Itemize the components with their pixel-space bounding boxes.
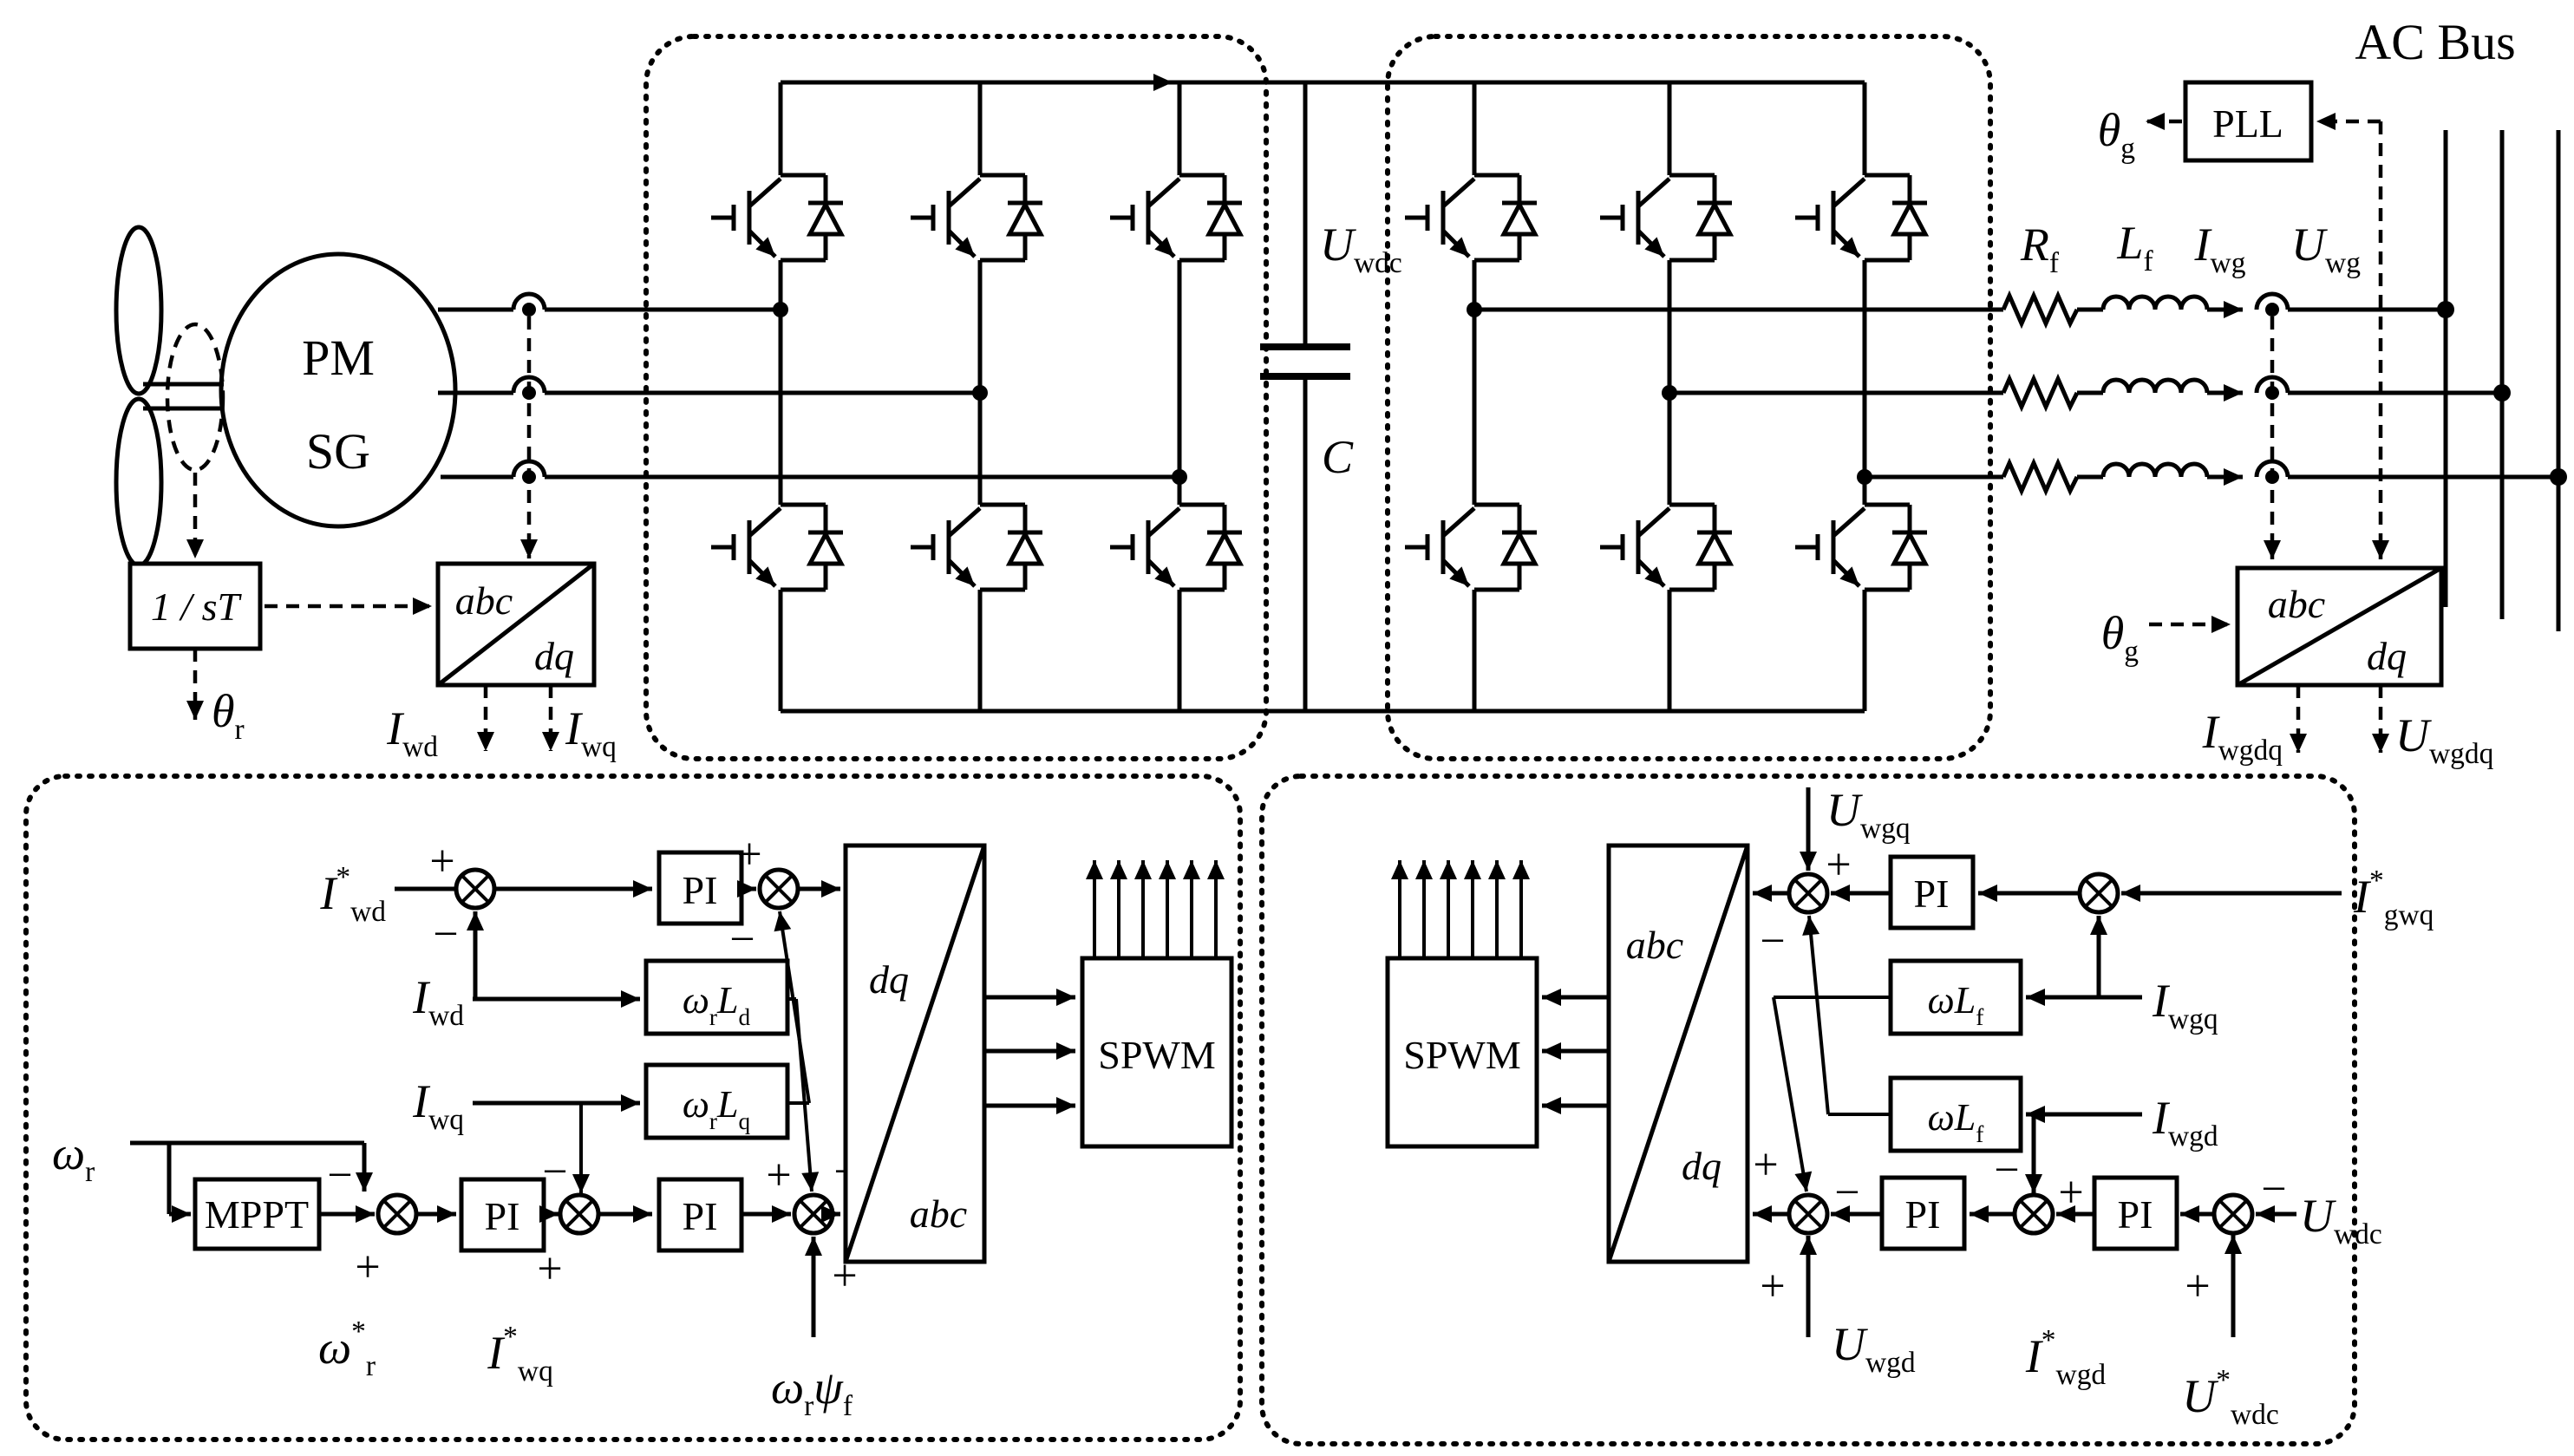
plus-sign: + bbox=[429, 837, 454, 886]
omega-r-ref-label: ω*r bbox=[318, 1316, 376, 1382]
pi-label: PI bbox=[1905, 1192, 1941, 1237]
grid-side-control-region bbox=[1259, 774, 2357, 1446]
speed-sensor-icon bbox=[165, 322, 225, 473]
abc-label: abc bbox=[1626, 923, 1683, 967]
plus-sign: + bbox=[1826, 840, 1851, 890]
ac-bus-label: AC Bus bbox=[2355, 14, 2515, 70]
wr-psi-f-label: ωrψf bbox=[771, 1361, 853, 1422]
i-wgdq-label: Iwgdq bbox=[2202, 706, 2283, 767]
plus-sign: + bbox=[1753, 1140, 1778, 1190]
generator: PM SG bbox=[219, 251, 458, 529]
grid-abc-dq-transform: abc dq θg Iwgdq Uwgdq bbox=[2101, 565, 2494, 770]
capacitor-label: C bbox=[1322, 431, 1354, 483]
plus-sign: + bbox=[2058, 1168, 2083, 1218]
phase-b-line bbox=[1669, 373, 2511, 413]
grid-side-converter-region bbox=[1385, 34, 1993, 761]
i-wd-fb-label: Iwd bbox=[412, 971, 464, 1032]
minus-sign: − bbox=[433, 910, 458, 959]
plus-sign: + bbox=[2185, 1262, 2210, 1311]
dc-link-capacitor: Uwdc C bbox=[1260, 82, 1402, 711]
i-wd-out-label: Iwd bbox=[386, 702, 438, 763]
abc-label: abc bbox=[455, 578, 513, 623]
wind-turbine bbox=[114, 225, 225, 568]
i-gwq-ref-label: I*gwq bbox=[2353, 865, 2434, 931]
machine-side-control-region bbox=[23, 774, 1243, 1442]
i-wq-fb-label: Iwq bbox=[412, 1075, 464, 1136]
minus-sign: − bbox=[542, 1147, 567, 1197]
i-wgd-label: Iwgd bbox=[2152, 1092, 2218, 1152]
u-wg-label: Uwg bbox=[2291, 219, 2361, 279]
i-wgd-ref-label: I*wgd bbox=[2025, 1324, 2107, 1391]
spwm-label: SPWM bbox=[1098, 1033, 1215, 1077]
plus-sign: + bbox=[1760, 1262, 1785, 1311]
integrator-label: 1 / sT bbox=[151, 584, 243, 629]
minus-sign: − bbox=[327, 1151, 352, 1200]
generator-label-sg: SG bbox=[306, 423, 370, 480]
minus-sign: − bbox=[2261, 1165, 2286, 1214]
plus-sign: + bbox=[537, 1244, 562, 1294]
mppt-label: MPPT bbox=[205, 1192, 309, 1237]
theta-r-label: θr bbox=[212, 685, 245, 746]
minus-sign: − bbox=[1994, 1146, 2019, 1195]
minus-sign: − bbox=[1760, 917, 1785, 966]
w-lf-lower-label: ωLf bbox=[1928, 1096, 1985, 1147]
ac-bus: AC Bus bbox=[2355, 14, 2561, 631]
plus-sign: + bbox=[736, 830, 761, 879]
i-wd-ref-label: I*wd bbox=[319, 861, 386, 928]
plus-sign: + bbox=[355, 1243, 380, 1292]
u-wgq-label: Uwgq bbox=[1826, 784, 1911, 845]
generator-label-pm: PM bbox=[302, 330, 375, 386]
i-wq-ref-label: I*wq bbox=[487, 1321, 553, 1387]
spwm-label: SPWM bbox=[1403, 1033, 1520, 1077]
pi-label: PI bbox=[683, 1194, 718, 1238]
machine-abc-dq-transform: abc dq Iwd Iwq bbox=[386, 561, 617, 763]
r-f-label: Rf bbox=[2020, 219, 2060, 279]
l-f-label: Lf bbox=[2116, 217, 2153, 277]
pll-label: PLL bbox=[2212, 101, 2283, 146]
abc-dq-transform: abc dq bbox=[1606, 843, 1750, 1264]
pi-label: PI bbox=[683, 868, 718, 912]
abc-label: abc bbox=[2268, 582, 2325, 626]
u-wgdq-label: Uwgdq bbox=[2395, 709, 2494, 770]
machine-spwm-block: SPWM bbox=[1080, 860, 1234, 1149]
pll-block: PLL θg bbox=[2098, 80, 2381, 165]
pi-label: PI bbox=[2118, 1192, 2153, 1237]
u-wgd-label: Uwgd bbox=[1832, 1318, 1916, 1379]
dq-abc-transform: dq abc bbox=[843, 843, 987, 1264]
u-wdc-label: Uwdc bbox=[1320, 219, 1402, 279]
dq-label: dq bbox=[1682, 1144, 1721, 1188]
i-wgq-label: Iwgq bbox=[2152, 975, 2218, 1035]
phase-a-line bbox=[1474, 290, 2454, 330]
wr-lq-label: ωrLq bbox=[683, 1083, 751, 1134]
dq-label: dq bbox=[2367, 634, 2407, 678]
pi-label: PI bbox=[1914, 872, 1950, 916]
dq-label: dq bbox=[534, 634, 574, 678]
pi-label: PI bbox=[485, 1194, 520, 1238]
i-wq-out-label: Iwq bbox=[565, 702, 617, 763]
plus-sign: + bbox=[766, 1151, 791, 1200]
grid-filter-lines: Rf Lf Iwg Uwg bbox=[1474, 217, 2567, 497]
wr-ld-label: ωrLd bbox=[683, 979, 751, 1030]
phase-c-line bbox=[1865, 457, 2567, 497]
machine-side-converter-region bbox=[644, 34, 1269, 761]
abc-label: abc bbox=[910, 1192, 967, 1236]
w-lf-upper-label: ωLf bbox=[1928, 979, 1985, 1030]
machine-side-control: I*wd + − PI + − Iwd ωrLd Iwq ωrLq ωr MPP… bbox=[52, 830, 1234, 1422]
grid-side-converter bbox=[1405, 82, 1927, 711]
i-wg-label: Iwg bbox=[2194, 219, 2246, 279]
machine-phase-lines bbox=[438, 294, 1187, 558]
theta-g-label: θg bbox=[2098, 104, 2136, 165]
grid-side-control: SPWM abc dq Uwgq + − PI I*gwq bbox=[1385, 784, 2434, 1431]
u-wdc-ref-label: U*wdc bbox=[2182, 1364, 2279, 1431]
omega-r-label: ωr bbox=[52, 1127, 95, 1188]
theta-g2-label: θg bbox=[2101, 607, 2140, 668]
dq-label: dq bbox=[869, 957, 909, 1002]
u-wdc-fb-label: Uwdc bbox=[2300, 1190, 2382, 1250]
minus-sign: − bbox=[729, 915, 755, 964]
machine-side-converter bbox=[711, 74, 1865, 714]
minus-sign: − bbox=[1834, 1168, 1859, 1218]
integrator-block: 1 / sT θr bbox=[127, 561, 432, 746]
grid-spwm-block: SPWM bbox=[1385, 860, 1539, 1149]
